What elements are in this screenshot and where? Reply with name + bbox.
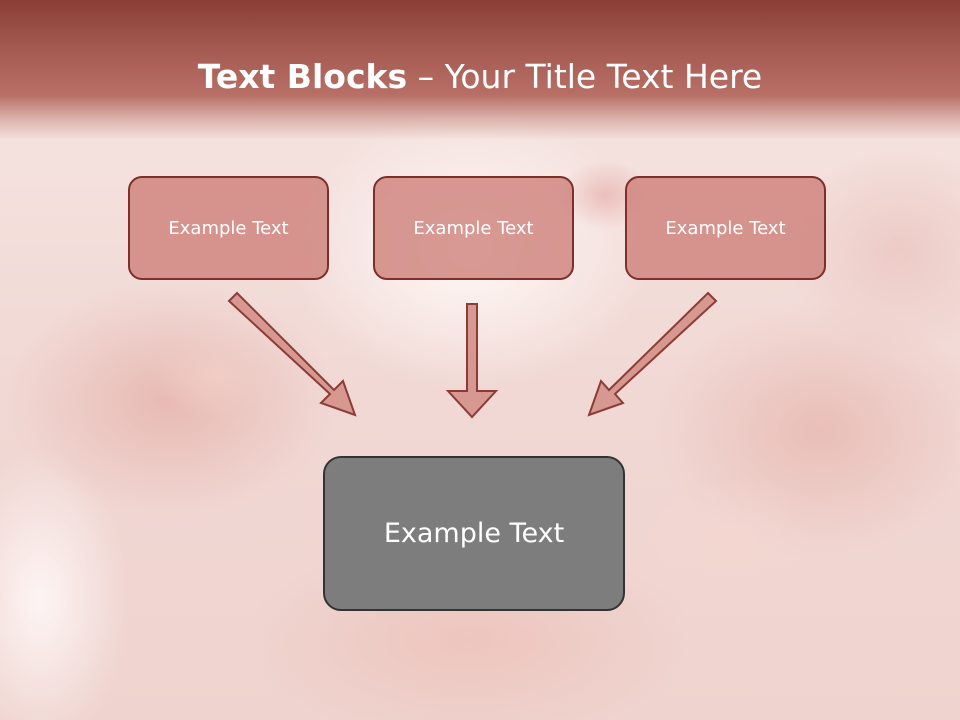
arrow-center-icon [445, 303, 499, 419]
main-text-block[interactable]: Example Text [323, 456, 625, 611]
text-block-3[interactable]: Example Text [625, 176, 826, 280]
title-bold: Text Blocks [197, 57, 408, 96]
slide-title: Text Blocks – Your Title Text Here [0, 52, 960, 102]
background-finger-left [150, 330, 280, 420]
text-block-1[interactable]: Example Text [128, 176, 329, 280]
main-text-block-label: Example Text [383, 518, 565, 549]
background-finger-right [640, 480, 820, 600]
text-block-3-label: Example Text [665, 217, 786, 239]
title-bar [0, 0, 960, 140]
text-block-2-label: Example Text [413, 217, 534, 239]
title-rest: Your Title Text Here [444, 57, 763, 96]
text-block-1-label: Example Text [168, 217, 289, 239]
text-block-2[interactable]: Example Text [373, 176, 574, 280]
arrow-right-icon [587, 291, 718, 417]
title-dash: – [407, 57, 445, 96]
arrow-left-icon [227, 291, 357, 417]
